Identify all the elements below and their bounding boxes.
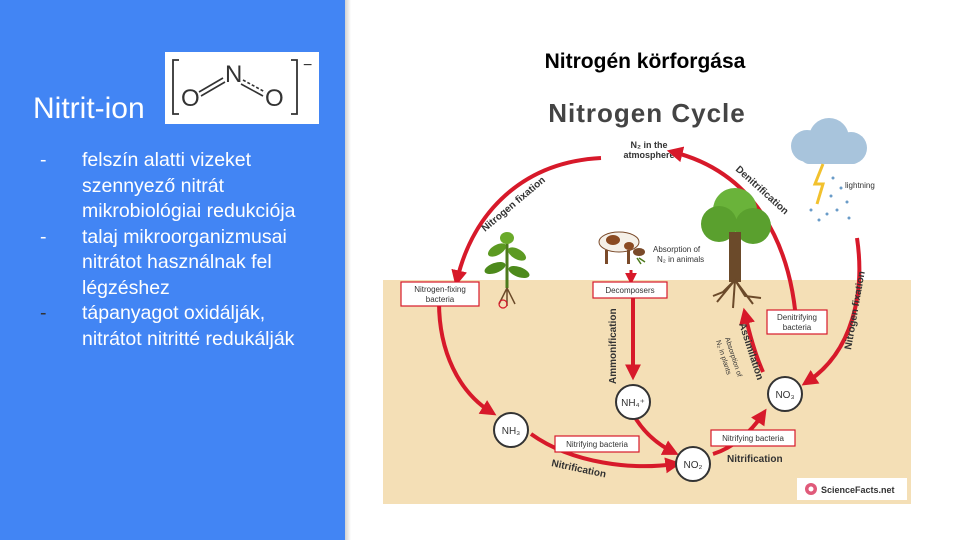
n2-label-line1: N₂ in the	[631, 140, 668, 150]
diagram-caption: Nitrogén körforgása	[544, 50, 746, 73]
svg-text:bacteria: bacteria	[783, 323, 812, 332]
panel-shadow	[345, 0, 351, 540]
node-nh3: NH₃	[493, 412, 529, 448]
formula-atom-o1: O	[181, 85, 200, 112]
slide-title: Nitrit-ion	[33, 92, 145, 125]
formula-bracket-left	[172, 59, 179, 115]
formula-atom-n: N	[225, 61, 242, 88]
label-lightning: lightning	[845, 181, 875, 190]
bullet-text: talaj mikroorganizmusai nitrátot használ…	[82, 225, 287, 299]
label-nitrification-2: Nitrification	[727, 454, 783, 465]
label-absorption-animals-1: Absorption of	[653, 245, 701, 254]
bullet-marker: -	[40, 302, 47, 324]
svg-text:NH₃: NH₃	[502, 426, 521, 437]
diagram-title: Nitrogen Cycle	[548, 98, 746, 128]
svg-text:ScienceFacts.net: ScienceFacts.net	[821, 485, 895, 495]
node-no3: NO₃	[767, 376, 803, 412]
arrow-fixation-right	[801, 237, 862, 386]
svg-text:NH₄⁺: NH₄⁺	[621, 398, 645, 409]
sciencefacts-logo: ScienceFacts.net	[797, 478, 907, 500]
arrow-nh3-no2	[529, 432, 682, 474]
box-denitrifying-bacteria: Denitrifying bacteria	[766, 309, 828, 335]
node-no2: NO₂	[675, 446, 711, 482]
cow-illustration	[598, 231, 646, 265]
label-ammonification: Ammonification	[608, 308, 619, 384]
box-nitrogen-fixing-bacteria: Nitrogen-fixing bacteria	[400, 281, 480, 307]
lightning-icon	[812, 163, 826, 205]
bullet-item: - tápanyagot oxidálják, nitrátot nitritt…	[40, 301, 330, 352]
plant-illustration	[484, 232, 530, 309]
svg-text:Nitrifying bacteria: Nitrifying bacteria	[566, 440, 628, 449]
arrow-fixation-left	[451, 156, 602, 287]
formula-charge: −	[303, 57, 312, 74]
bullet-list: - felszín alatti vizeket szennyező nitrá…	[40, 148, 330, 352]
node-nh4: NH₄⁺	[615, 384, 651, 420]
svg-text:Nitrogen-fixing: Nitrogen-fixing	[414, 285, 466, 294]
bullet-text: tápanyagot oxidálják, nitrátot nitritté …	[82, 302, 295, 350]
arrow-assimilation	[739, 307, 765, 373]
tree-illustration	[701, 188, 771, 309]
box-nitrifying-bacteria-1: Nitrifying bacteria	[554, 435, 640, 453]
svg-text:bacteria: bacteria	[426, 295, 455, 304]
formula-atom-o2: O	[265, 85, 284, 112]
bullet-item: - felszín alatti vizeket szennyező nitrá…	[40, 148, 330, 225]
svg-text:Denitrifying: Denitrifying	[777, 313, 817, 322]
svg-text:Decomposers: Decomposers	[605, 286, 654, 295]
bullet-item: - talaj mikroorganizmusai nitrátot haszn…	[40, 225, 330, 302]
nitrite-formula: − O N O	[165, 52, 319, 124]
label-absorption-animals-2: N₂ in animals	[657, 255, 704, 264]
cloud-illustration	[791, 118, 867, 222]
box-decomposers: Decomposers	[592, 281, 668, 299]
bullet-text: felszín alatti vizeket szennyező nitrát …	[82, 149, 296, 222]
bullet-marker: -	[40, 149, 47, 171]
nitrogen-cycle-diagram: Nitrogen Cycle N₂ in the atmosphere Nitr…	[383, 92, 911, 504]
bullet-marker: -	[40, 225, 47, 248]
box-nitrifying-bacteria-2: Nitrifying bacteria	[710, 429, 796, 447]
n2-label-line2: atmosphere	[623, 150, 674, 160]
formula-bracket-right	[291, 59, 298, 115]
svg-text:Nitrifying bacteria: Nitrifying bacteria	[722, 434, 784, 443]
svg-text:NO₂: NO₂	[684, 460, 703, 471]
svg-text:NO₃: NO₃	[775, 390, 794, 401]
arrow-bacteria-nh3	[437, 301, 497, 416]
